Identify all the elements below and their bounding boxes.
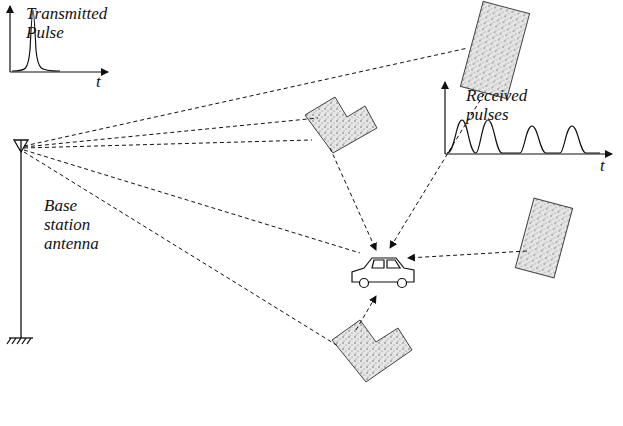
axis-label: t xyxy=(96,72,110,91)
plot-title: Received pulses xyxy=(466,86,546,124)
base-station-antenna xyxy=(7,140,33,344)
car xyxy=(352,258,414,288)
antenna-label: Base station antenna xyxy=(44,196,116,253)
plot-title: Transmitted Pulse xyxy=(26,4,116,42)
propagation-rays xyxy=(24,48,527,346)
buildings xyxy=(305,1,573,382)
axis-label: t xyxy=(600,156,614,175)
received-pulses-plot xyxy=(445,82,612,154)
